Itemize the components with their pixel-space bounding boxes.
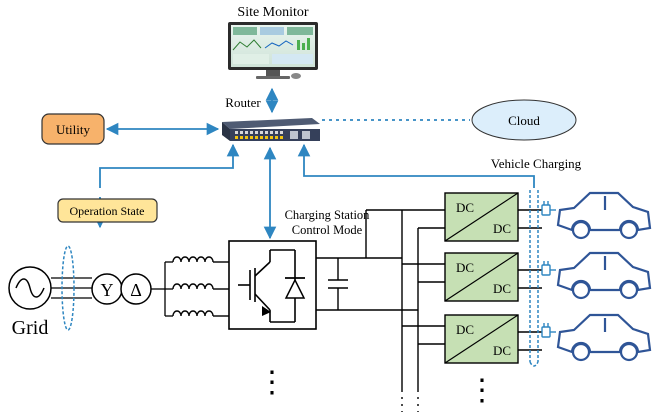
converter-2-bottom-label: DC — [493, 281, 511, 296]
car-icon — [556, 313, 652, 362]
utility-box — [41, 113, 105, 145]
dc-bus — [365, 209, 445, 390]
transformer-secondary-label: Δ — [130, 280, 142, 300]
car-icon — [556, 251, 652, 300]
operation-state-label: Operation State — [70, 204, 145, 218]
utility-label: Utility — [56, 122, 90, 137]
converter-3-top-label: DC — [456, 322, 474, 337]
dcdc-converter-3: DC DC — [444, 314, 519, 364]
converter-3-bottom-label: DC — [493, 343, 511, 358]
line-inductors — [172, 256, 229, 317]
monitor-icon — [228, 22, 318, 79]
measurement-sensor — [61, 245, 75, 331]
more-chargers-ellipsis: ⋮ — [467, 374, 497, 407]
charging-plug-icon — [541, 261, 556, 276]
cloud-node — [471, 99, 577, 141]
igbt-emitter-arrow — [262, 306, 271, 316]
charging-plug-icon — [541, 201, 556, 216]
converter-1-top-label: DC — [456, 200, 474, 215]
vehicle-charging-sensor — [529, 190, 539, 367]
vehicle-charging-label: Vehicle Charging — [491, 156, 582, 171]
car-icon — [556, 191, 652, 240]
operation-state-box — [57, 198, 158, 223]
dc-link — [316, 257, 418, 311]
site-monitor-label: Site Monitor — [237, 5, 309, 20]
converter-1-bottom-label: DC — [493, 221, 511, 236]
power-converter-block — [228, 240, 317, 330]
electric-car-1 — [541, 191, 652, 240]
more-stations-ellipsis: ⋮ — [257, 366, 287, 399]
router-icon — [222, 118, 320, 141]
electric-car-2 — [541, 251, 652, 300]
dc-bus-continuation — [401, 390, 419, 412]
dcdc-converter-1: DC DC — [444, 192, 519, 242]
router-label: Router — [225, 95, 261, 110]
diode-icon — [284, 277, 306, 299]
dcdc-converter-2: DC DC — [444, 252, 519, 302]
transformer-output-lines — [151, 261, 173, 317]
control-mode-label-line2: Control Mode — [292, 223, 363, 237]
grid-label: Grid — [12, 317, 49, 339]
cloud-label: Cloud — [508, 113, 540, 128]
operation-router-link — [99, 143, 240, 188]
vehicle-router-link — [297, 143, 535, 188]
control-mode-label-line1: Charging Station — [285, 208, 371, 222]
converter-2-top-label: DC — [456, 260, 474, 275]
electric-car-3 — [541, 313, 652, 362]
transformer-primary-label: Y — [101, 280, 114, 300]
grid-three-phase-lines — [51, 277, 92, 299]
grid-source-icon — [8, 266, 52, 310]
charging-plug-icon — [541, 323, 556, 338]
